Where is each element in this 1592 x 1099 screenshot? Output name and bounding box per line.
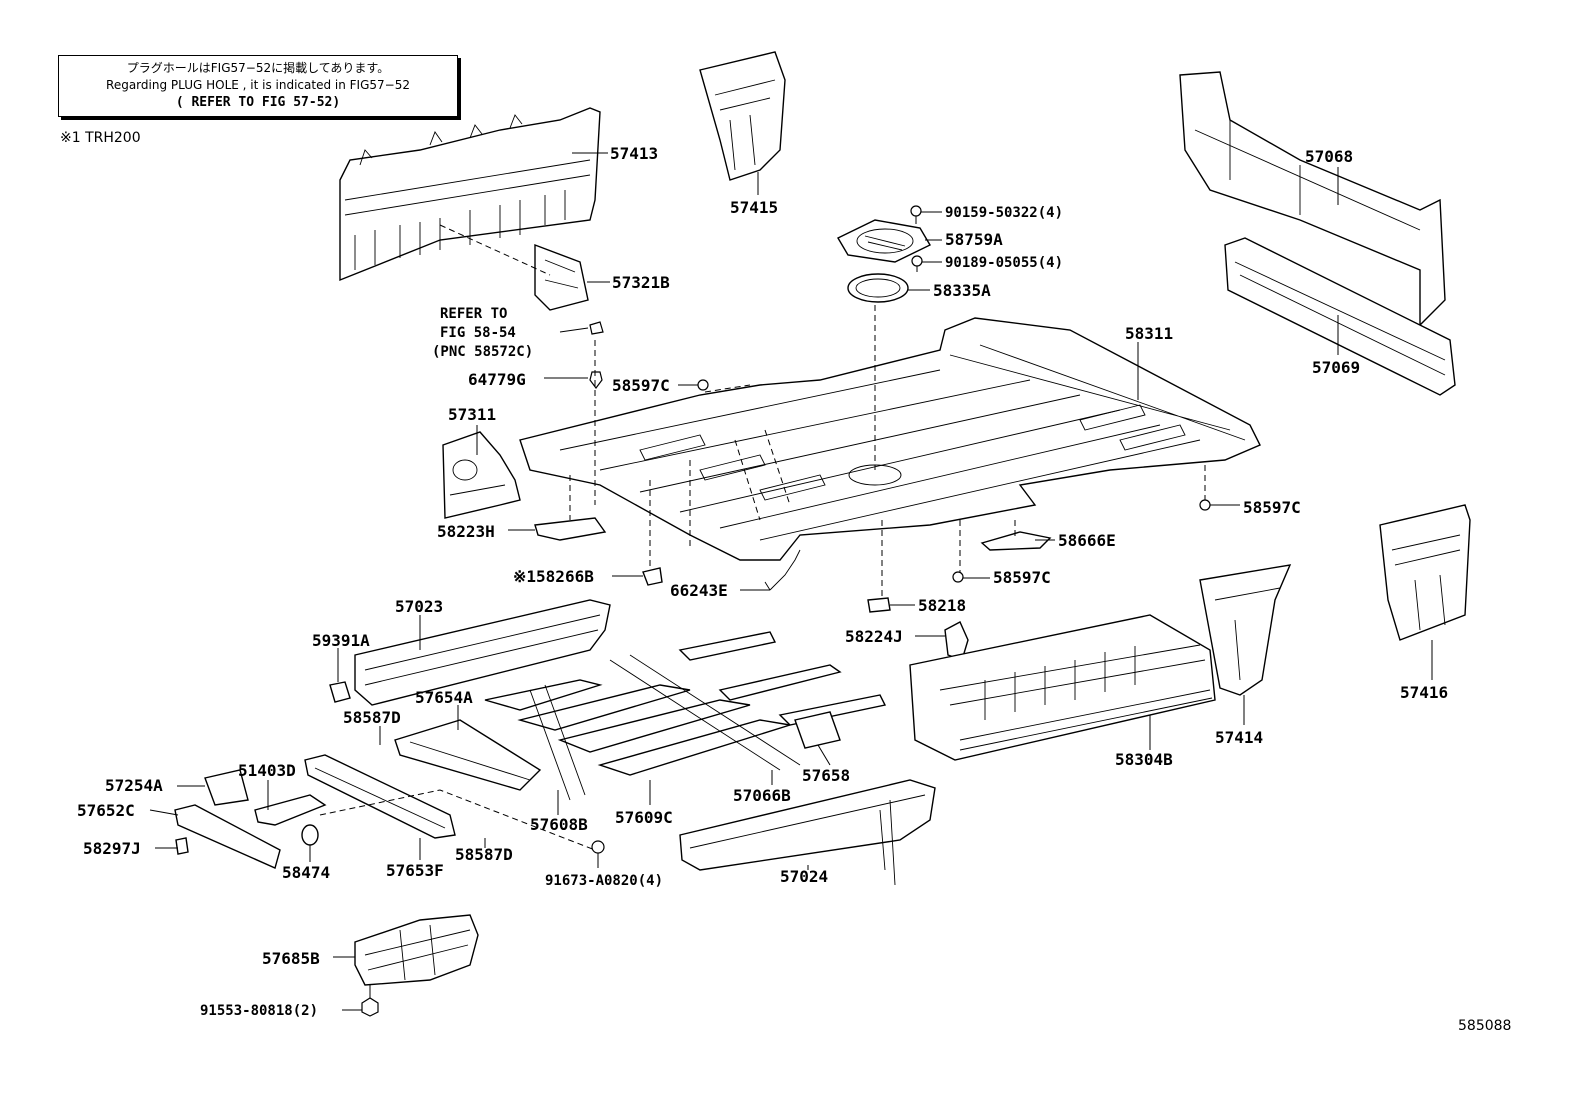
- plug-hole-note: プラグホールはFIG57−52に掲載してあります。 Regarding PLUG…: [58, 55, 458, 117]
- part-57024-member: [679, 779, 936, 886]
- label-58474: 58474: [282, 863, 330, 882]
- label-91673-A0820: 91673-A0820(4): [545, 873, 663, 889]
- label-58311: 58311: [1125, 324, 1173, 343]
- note-line-en: Regarding PLUG HOLE , it is indicated in…: [106, 78, 410, 92]
- label-58597C-b: 58597C: [1243, 498, 1301, 517]
- clip-58597C-icon-b: [1199, 499, 1211, 511]
- part-57653F-member: [304, 754, 456, 839]
- part-58223H-plate: [534, 517, 607, 541]
- part-59391A-bracket: [329, 681, 351, 703]
- alignment-lines: [319, 224, 1206, 851]
- labels: ※1 TRH200 REFER TO FIG 58-54 (PNC 58572C…: [60, 130, 1511, 1034]
- label-57069: 57069: [1312, 358, 1360, 377]
- part-58266B-clip: [642, 567, 663, 586]
- part-57685B-guard: [354, 914, 479, 986]
- part-57658-bracket: [794, 711, 841, 749]
- bolt-90189-icon: [911, 255, 923, 272]
- label-58597C-c: 58597C: [993, 568, 1051, 587]
- label-58224J: 58224J: [845, 627, 903, 646]
- label-58597C-a: 58597C: [612, 376, 670, 395]
- part-57413-panel: [339, 107, 601, 282]
- clip-58572C-icon: [589, 321, 604, 335]
- part-57311-bracket: [442, 431, 521, 519]
- label-90159-50322: 90159-50322(4): [945, 205, 1063, 221]
- label-58587D-a: 58587D: [343, 708, 401, 727]
- refer-line-3: (PNC 58572C): [432, 344, 533, 360]
- label-51403D: 51403D: [238, 761, 296, 780]
- label-57652C: 57652C: [77, 801, 135, 820]
- label-58223H: 58223H: [437, 522, 495, 541]
- label-57024: 57024: [780, 867, 828, 886]
- label-57654A: 57654A: [415, 688, 473, 707]
- label-58666E: 58666E: [1058, 531, 1116, 550]
- part-58474-bushing: [301, 824, 319, 846]
- label-57321B: 57321B: [612, 273, 670, 292]
- label-58266B: ※158266B: [513, 567, 594, 586]
- label-57254A: 57254A: [105, 776, 163, 795]
- label-57414: 57414: [1215, 728, 1263, 747]
- clip-64779G-icon: [589, 371, 603, 389]
- label-58218: 58218: [918, 596, 966, 615]
- part-57415-panel: [699, 51, 786, 181]
- part-58304B-step: [909, 614, 1216, 761]
- label-57066B: 57066B: [733, 786, 791, 805]
- part-crossmembers: [484, 631, 887, 801]
- label-57685B: 57685B: [262, 949, 320, 968]
- part-57068-member: [1179, 71, 1446, 327]
- part-57654A-member: [394, 719, 542, 791]
- leader-lines: [149, 152, 1433, 1011]
- part-57416-panel: [1379, 504, 1471, 641]
- part-58759A-cover: [837, 219, 931, 263]
- refer-line-2: FIG 58-54: [440, 325, 516, 341]
- part-57652C-member: [174, 804, 281, 869]
- clip-58597C-icon-c: [952, 571, 964, 583]
- label-57413: 57413: [610, 144, 658, 163]
- label-57415: 57415: [730, 198, 778, 217]
- label-57023: 57023: [395, 597, 443, 616]
- label-57311: 57311: [448, 405, 496, 424]
- label-66243E: 66243E: [670, 581, 728, 600]
- bolt-91673-icon: [591, 840, 605, 854]
- label-90189-05055: 90189-05055(4): [945, 255, 1063, 271]
- label-58335A: 58335A: [933, 281, 991, 300]
- part-58666E-plate: [980, 531, 1052, 551]
- part-58218-clip: [867, 597, 891, 613]
- label-57608B: 57608B: [530, 815, 588, 834]
- remark-trh200: ※1 TRH200: [60, 130, 141, 146]
- note-line-refer: ( REFER TO FIG 57-52): [175, 95, 341, 110]
- label-64779G: 64779G: [468, 370, 526, 389]
- part-57069-member: [1224, 237, 1456, 396]
- part-58224J-bracket: [944, 621, 969, 661]
- bolt-91553-icon: [361, 985, 379, 1017]
- refer-line-1: REFER TO: [440, 306, 507, 322]
- label-59391A: 59391A: [312, 631, 370, 650]
- part-51403D-bracket: [254, 794, 327, 826]
- label-57609C: 57609C: [615, 808, 673, 827]
- part-66243E-harness: [764, 549, 801, 591]
- label-57653F: 57653F: [386, 861, 444, 880]
- part-58335A-gasket: [847, 273, 909, 303]
- bolt-90159-icon: [910, 205, 922, 224]
- label-57068: 57068: [1305, 147, 1353, 166]
- label-57416: 57416: [1400, 683, 1448, 702]
- note-line-jp: プラグホールはFIG57−52に掲載してあります。: [126, 61, 390, 75]
- label-57658: 57658: [802, 766, 850, 785]
- clip-58597C-icon-a: [697, 379, 709, 391]
- label-91553-80818: 91553-80818(2): [200, 1003, 318, 1019]
- part-58311-floor-pan: [519, 317, 1261, 561]
- part-57321B-bracket: [534, 243, 589, 311]
- label-58304B: 58304B: [1115, 750, 1173, 769]
- part-57254A-bracket: [204, 769, 249, 806]
- label-58297J: 58297J: [83, 839, 141, 858]
- label-58587D-b: 58587D: [455, 845, 513, 864]
- part-58297J-clip: [175, 837, 189, 855]
- figure-id: 585088: [1458, 1018, 1511, 1034]
- part-57023-member: [354, 599, 611, 706]
- part-57414-panel: [1199, 564, 1292, 696]
- label-58759A: 58759A: [945, 230, 1003, 249]
